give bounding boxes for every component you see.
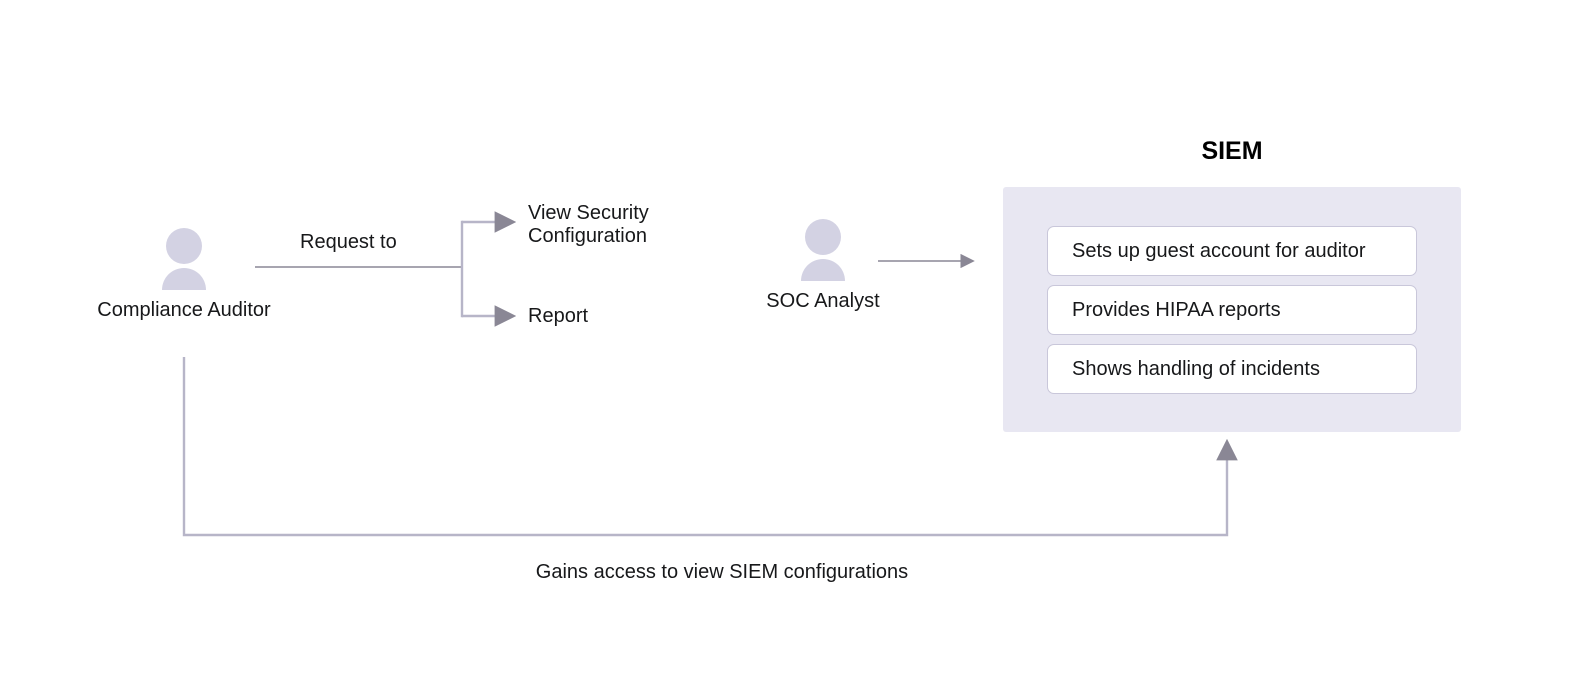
actor-compliance-auditor: Compliance Auditor xyxy=(96,228,272,322)
siem-card-stack: Sets up guest account for auditor Provid… xyxy=(1047,226,1417,394)
siem-card[interactable]: Sets up guest account for auditor xyxy=(1047,226,1417,276)
edge-label-report: Report xyxy=(528,305,589,327)
edge-label-gains-access: Gains access to view SIEM configurations xyxy=(535,561,909,583)
siem-card[interactable]: Shows handling of incidents xyxy=(1047,344,1417,394)
edge-label-request-to: Request to xyxy=(300,231,397,253)
group-title-siem: SIEM xyxy=(1201,137,1263,165)
edge-label-view-security-configuration: View Security Configuration xyxy=(528,202,649,247)
person-icon xyxy=(162,228,206,290)
siem-card[interactable]: Provides HIPAA reports xyxy=(1047,285,1417,335)
actor-soc-analyst: SOC Analyst xyxy=(735,219,911,313)
actor-label-soc-analyst: SOC Analyst xyxy=(766,290,880,312)
person-icon xyxy=(801,219,845,281)
actor-label-compliance-auditor: Compliance Auditor xyxy=(97,299,271,321)
